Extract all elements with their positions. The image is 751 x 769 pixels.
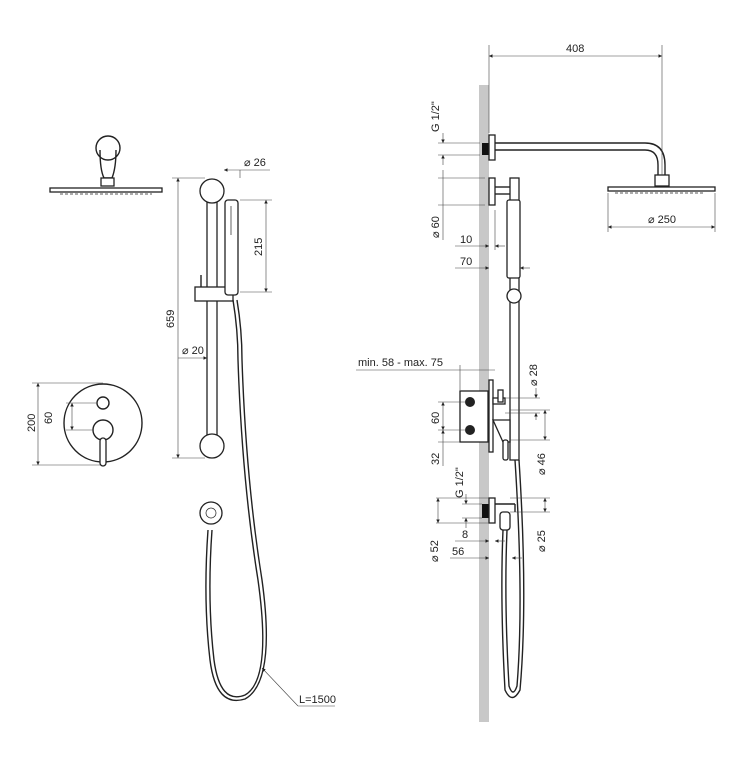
right-dimensions: 408 G 1/2" ⌀ 60 ⌀ 250 10 70 min. 58 - ma… bbox=[356, 43, 716, 562]
dim-outlet-flange: ⌀ 52 bbox=[429, 540, 441, 562]
dim-hand-length: 215 bbox=[253, 238, 265, 256]
dim-thread-top: G 1/2" bbox=[430, 101, 442, 132]
front-hand-shower bbox=[224, 199, 239, 296]
dim-lever: ⌀ 46 bbox=[536, 453, 548, 475]
dim-offset-70: 70 bbox=[460, 256, 472, 268]
front-mixer-plate bbox=[63, 383, 143, 467]
dim-rail-tube: ⌀ 20 bbox=[182, 345, 204, 357]
dim-thread-bottom: G 1/2" bbox=[454, 467, 466, 498]
front-hose bbox=[199, 299, 268, 701]
side-slide-rail bbox=[488, 177, 522, 461]
front-overhead-shower bbox=[49, 135, 163, 195]
dim-knob: ⌀ 28 bbox=[528, 364, 540, 386]
dim-arm-reach: 408 bbox=[566, 43, 584, 55]
dim-offset-56: 56 bbox=[452, 546, 464, 558]
dim-flange: ⌀ 60 bbox=[430, 216, 442, 238]
dim-bar-diameter: ⌀ 26 bbox=[244, 157, 266, 169]
dim-depth: min. 58 - max. 75 bbox=[358, 357, 443, 369]
dim-handles: 60 bbox=[43, 412, 55, 424]
dim-head: ⌀ 250 bbox=[648, 214, 676, 226]
left-dimensions: ⌀ 26 215 659 ⌀ 20 200 60 L=1500 bbox=[26, 157, 336, 707]
side-shower-arm bbox=[482, 134, 716, 194]
front-slide-rail bbox=[194, 178, 234, 459]
hose-length-label: L=1500 bbox=[299, 694, 336, 706]
side-wall-outlet bbox=[482, 459, 525, 699]
dim-offset-8: 8 bbox=[462, 529, 468, 541]
dim-offset-10: 10 bbox=[460, 234, 472, 246]
side-mixer bbox=[459, 379, 511, 461]
dim-box-60: 60 bbox=[430, 412, 442, 424]
dim-outlet: ⌀ 25 bbox=[536, 530, 548, 552]
dim-plate: 200 bbox=[26, 414, 38, 432]
dim-box-32: 32 bbox=[430, 453, 442, 465]
dim-rail-length: 659 bbox=[165, 310, 177, 328]
